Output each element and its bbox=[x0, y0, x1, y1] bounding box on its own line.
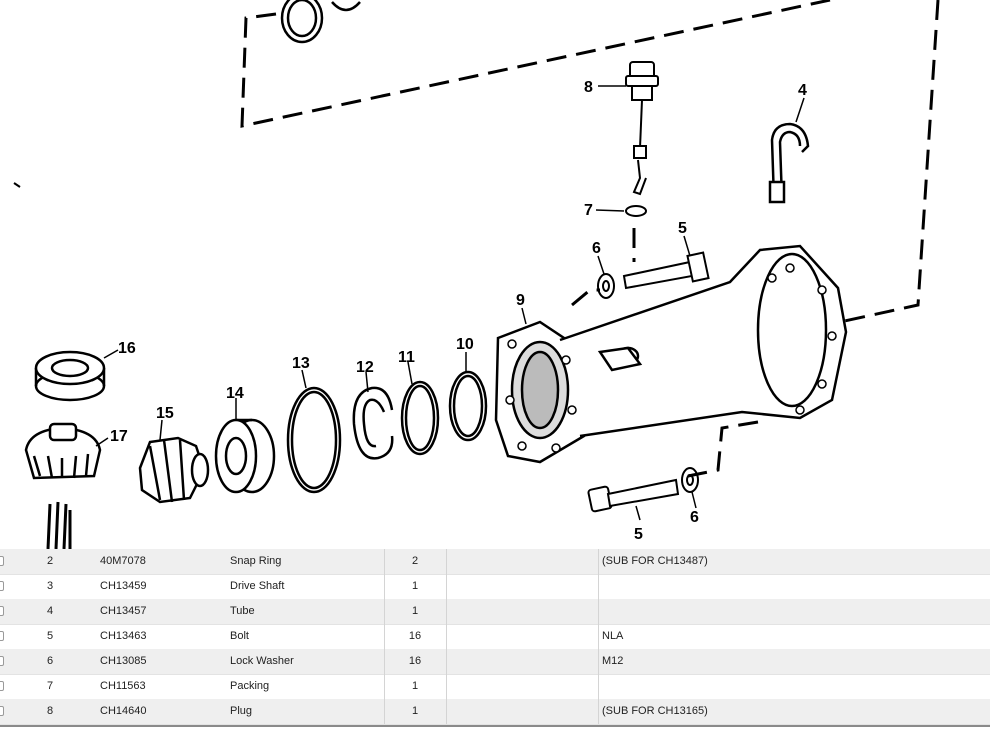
exploded-parts-diagram: 4 5 5 6 6 7 8 9 10 11 12 13 14 15 16 17 bbox=[13, 0, 940, 549]
callout-10: 10 bbox=[456, 336, 474, 353]
part-description: Snap Ring bbox=[230, 555, 282, 567]
bolt-part-5-lower bbox=[587, 478, 680, 513]
quantity: 1 bbox=[411, 680, 419, 692]
row-checkbox[interactable] bbox=[0, 656, 4, 666]
callout-6-upper: 6 bbox=[592, 240, 601, 257]
snap-ring-part-12 bbox=[352, 386, 394, 460]
bearing-part-14 bbox=[214, 418, 276, 494]
part-description: Lock Washer bbox=[230, 655, 294, 667]
washer-part-6-lower bbox=[681, 467, 699, 493]
housing-bolt-holes bbox=[505, 263, 837, 453]
quantity: 16 bbox=[408, 655, 422, 667]
table-row[interactable]: 4 CH13457 Tube 1 bbox=[0, 599, 990, 625]
table-row[interactable]: 7 CH11563 Packing 1 bbox=[0, 674, 990, 700]
table-bottom-border bbox=[0, 725, 990, 727]
packing-part-7 bbox=[625, 205, 647, 217]
bearing-part-16 bbox=[34, 350, 106, 402]
remarks: (SUB FOR CH13165) bbox=[602, 705, 708, 717]
callout-8: 8 bbox=[584, 79, 593, 96]
part-number[interactable]: CH14640 bbox=[100, 705, 147, 717]
oring-part-10 bbox=[448, 370, 488, 442]
upper-ring-part bbox=[280, 0, 361, 44]
quantity: 1 bbox=[411, 605, 419, 617]
quantity: 1 bbox=[411, 705, 419, 717]
ref-number: 2 bbox=[47, 555, 54, 567]
callout-5-upper: 5 bbox=[678, 220, 687, 237]
callout-13: 13 bbox=[292, 355, 310, 372]
part-number[interactable]: CH13459 bbox=[100, 580, 147, 592]
ring-part-13 bbox=[286, 386, 342, 494]
quantity: 2 bbox=[411, 555, 419, 567]
ref-number: 5 bbox=[47, 630, 54, 642]
remarks: M12 bbox=[602, 655, 624, 667]
callout-4: 4 bbox=[798, 82, 807, 99]
row-checkbox[interactable] bbox=[0, 581, 4, 591]
callout-6-lower: 6 bbox=[690, 509, 699, 526]
ref-number: 3 bbox=[47, 580, 54, 592]
drive-shaft-partial bbox=[46, 501, 72, 549]
row-checkbox[interactable] bbox=[0, 556, 4, 566]
quantity: 16 bbox=[408, 630, 422, 642]
part-description: Plug bbox=[230, 705, 253, 717]
housing-part-9 bbox=[494, 244, 848, 464]
tube-part-4 bbox=[768, 122, 810, 204]
part-description: Drive Shaft bbox=[230, 580, 285, 592]
part-number[interactable]: 40M7078 bbox=[100, 555, 146, 567]
callout-17: 17 bbox=[110, 428, 128, 445]
row-checkbox[interactable] bbox=[0, 631, 4, 641]
washer-part-6-upper bbox=[597, 273, 615, 299]
ref-number: 6 bbox=[47, 655, 54, 667]
callout-5-lower: 5 bbox=[634, 526, 643, 543]
parts-list-table: 2 40M7078 Snap Ring 2 (SUB FOR CH13487) … bbox=[0, 549, 990, 729]
remarks: (SUB FOR CH13487) bbox=[602, 555, 708, 567]
bevel-gear-part-17 bbox=[24, 422, 102, 480]
callout-12: 12 bbox=[356, 359, 374, 376]
row-checkbox[interactable] bbox=[0, 681, 4, 691]
ref-number: 8 bbox=[47, 705, 54, 717]
row-checkbox[interactable] bbox=[0, 606, 4, 616]
bolt-part-5-upper bbox=[622, 251, 710, 290]
part-description: Packing bbox=[230, 680, 270, 692]
ref-number: 7 bbox=[47, 680, 54, 692]
pinion-gear-part-15 bbox=[138, 436, 210, 504]
table-row[interactable]: 5 CH13463 Bolt 16 NLA bbox=[0, 624, 990, 650]
ring-part-11 bbox=[400, 380, 440, 456]
phantom-outline bbox=[240, 0, 940, 478]
table-row[interactable]: 3 CH13459 Drive Shaft 1 bbox=[0, 574, 990, 600]
part-number[interactable]: CH13463 bbox=[100, 630, 147, 642]
part-number[interactable]: CH13085 bbox=[100, 655, 147, 667]
callout-14: 14 bbox=[226, 385, 244, 402]
quantity: 1 bbox=[411, 580, 419, 592]
part-description: Bolt bbox=[230, 630, 249, 642]
table-row[interactable]: 2 40M7078 Snap Ring 2 (SUB FOR CH13487) bbox=[0, 549, 990, 575]
table-row[interactable]: 6 CH13085 Lock Washer 16 M12 bbox=[0, 649, 990, 675]
part-number[interactable]: CH13457 bbox=[100, 605, 147, 617]
callout-15: 15 bbox=[156, 405, 174, 422]
table-row[interactable]: 8 CH14640 Plug 1 (SUB FOR CH13165) bbox=[0, 699, 990, 725]
callout-7: 7 bbox=[584, 202, 593, 219]
part-description: Tube bbox=[230, 605, 255, 617]
remarks: NLA bbox=[602, 630, 624, 642]
part-number[interactable]: CH11563 bbox=[100, 680, 146, 692]
row-checkbox[interactable] bbox=[0, 706, 4, 716]
callout-11: 11 bbox=[398, 349, 415, 366]
callout-16: 16 bbox=[118, 340, 136, 357]
callout-9: 9 bbox=[516, 292, 525, 309]
ref-number: 4 bbox=[47, 605, 54, 617]
plug-part-8 bbox=[625, 61, 659, 196]
